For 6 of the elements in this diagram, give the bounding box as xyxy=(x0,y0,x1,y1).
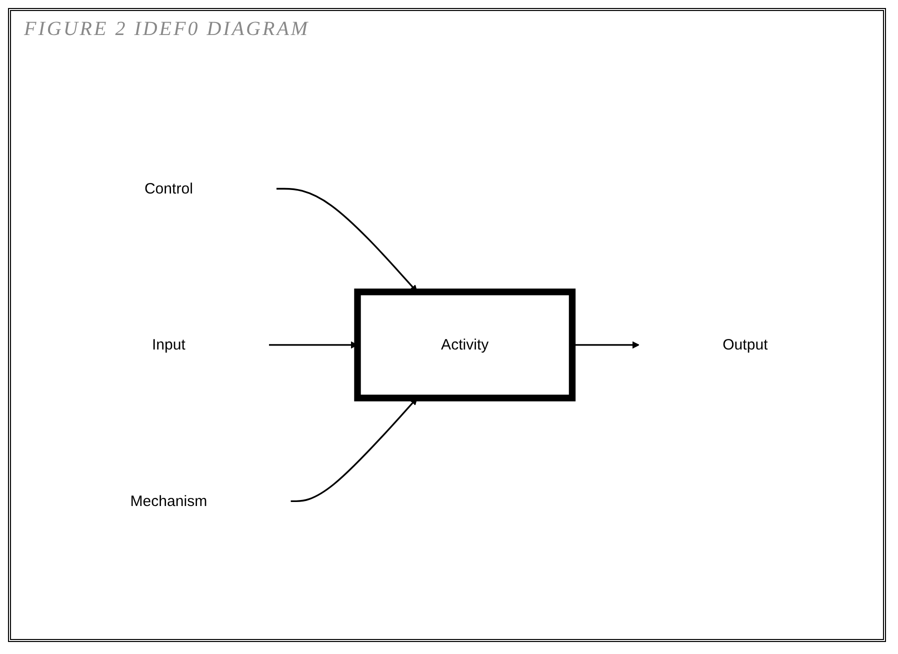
figure-title: FIGURE 2 IDEF0 DIAGRAM xyxy=(24,18,310,41)
node-text: Mechanism xyxy=(130,492,208,510)
node-text: Control xyxy=(144,180,193,197)
node-text: Output xyxy=(722,336,768,353)
node-box: Activity xyxy=(354,288,576,402)
node-text: Input xyxy=(152,336,186,353)
